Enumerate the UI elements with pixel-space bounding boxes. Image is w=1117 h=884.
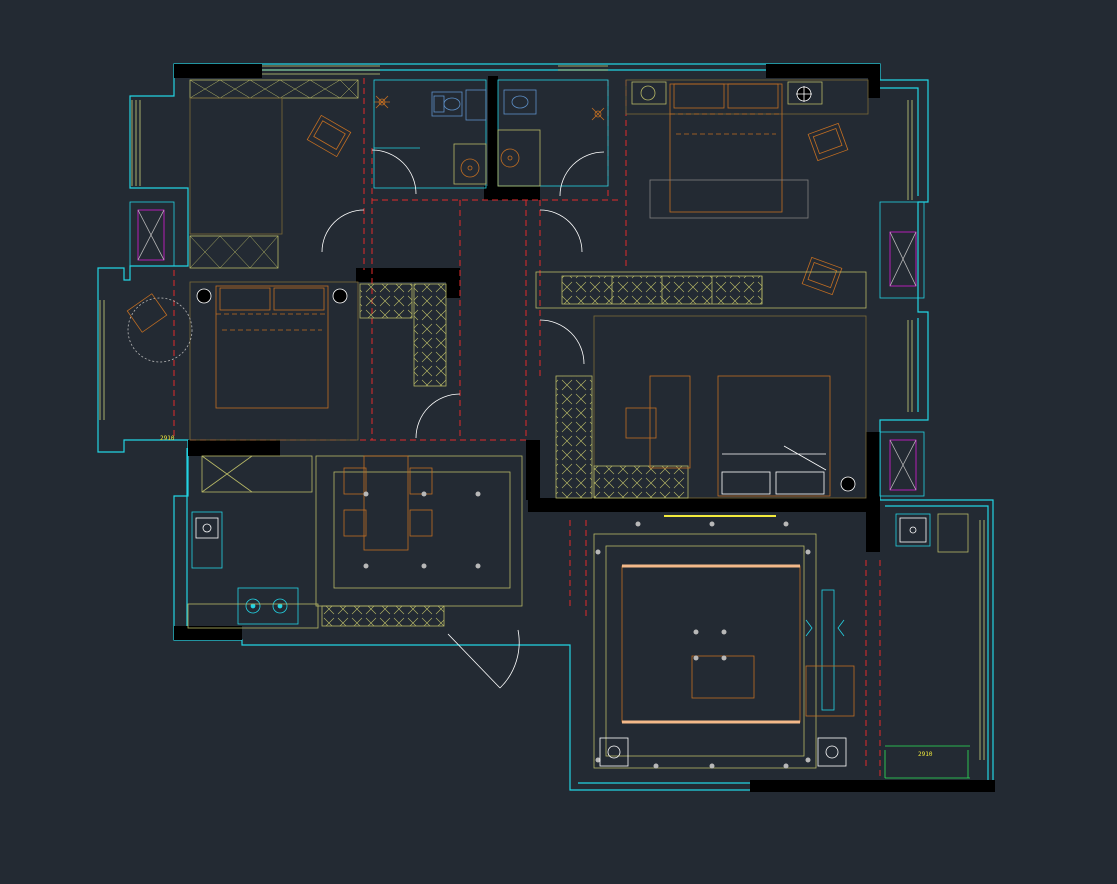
- lamp-icon: [196, 288, 348, 304]
- double-bed: [669, 83, 783, 213]
- svg-text:2910: 2910: [918, 751, 933, 758]
- window-dimension-label: 2910: [918, 751, 933, 758]
- windows: [99, 65, 985, 779]
- double-bed: [215, 285, 329, 409]
- ceiling-lamp-icon: [374, 95, 390, 109]
- balcony: 2910: [895, 513, 969, 758]
- ceiling-lights: [595, 521, 811, 769]
- door-swings: [321, 149, 605, 689]
- bathroom-north: [373, 79, 487, 189]
- window-dimension-label: 2910: [160, 435, 175, 442]
- tv-cabinet: [805, 589, 845, 711]
- toilet-icon: [503, 89, 537, 115]
- dining-table: [343, 455, 433, 551]
- single-bed: [717, 375, 831, 497]
- armchair: [801, 122, 849, 296]
- kitchen: [187, 455, 319, 629]
- stove-icon: [237, 587, 299, 625]
- lamp-icon: [796, 86, 812, 102]
- study: [555, 315, 867, 499]
- ceiling-lamp-icon: [591, 107, 605, 121]
- nightstand: [631, 81, 823, 105]
- living-room: [593, 515, 855, 769]
- bedroom-west: 2910: [126, 281, 447, 442]
- solid-walls: [174, 64, 995, 792]
- shafts: [129, 201, 925, 497]
- master-bedroom: [535, 79, 869, 309]
- washbasin-icon: [899, 517, 927, 543]
- dining: [315, 455, 523, 627]
- washbasin-icon: [500, 148, 520, 168]
- axis-lines: [173, 78, 881, 780]
- washbasin-icon: [460, 158, 480, 178]
- bedroom-northwest: [189, 79, 390, 269]
- ceiling-lights: [363, 491, 481, 569]
- armchair: [306, 114, 352, 158]
- toilet-icon: [431, 91, 463, 117]
- lamp-icon: [840, 476, 856, 492]
- sink-icon: [195, 517, 219, 539]
- speaker-icon: [599, 737, 847, 767]
- outer-wall-outline: [97, 63, 994, 791]
- svg-text:2910: 2910: [160, 435, 175, 442]
- round-rug: [126, 293, 193, 363]
- bathroom-north-2: [497, 79, 609, 187]
